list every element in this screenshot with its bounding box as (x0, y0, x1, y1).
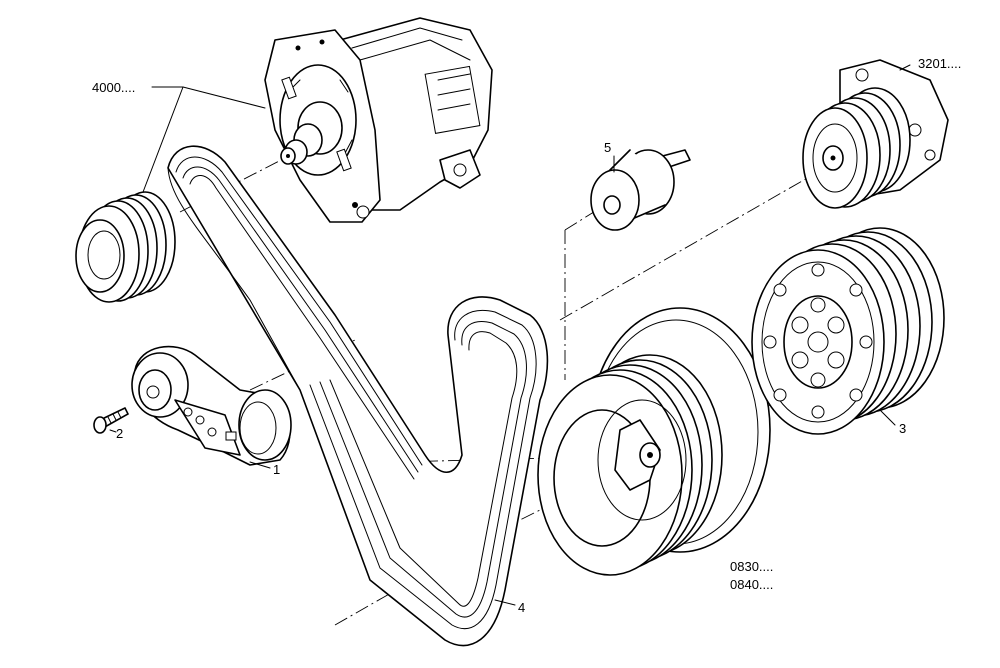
label-crank-pulley-ref-a: 0830.... (730, 559, 773, 574)
belt-tensioner (131, 345, 292, 466)
label-damper-pulley: 3 (899, 421, 906, 436)
idler-pulley (590, 149, 691, 231)
label-screw: 2 (116, 426, 123, 441)
water-pump (802, 59, 949, 209)
screw (93, 407, 129, 434)
alternator (264, 17, 493, 223)
label-tensioner: 1 (273, 462, 280, 477)
poly-v-belt (167, 145, 549, 647)
label-alternator-ref: 4000.... (92, 80, 135, 95)
leader-lines (109, 64, 911, 606)
label-crank-pulley-ref-b: 0840.... (730, 577, 773, 592)
leader-4000 (139, 86, 266, 201)
label-water-pump-ref: 3201.... (918, 56, 961, 71)
label-belt: 4 (518, 600, 525, 615)
callout-labels: 4000.... 3201.... 5 2 1 3 4 0830.... 084… (92, 56, 961, 615)
damper-pulley (751, 227, 945, 435)
crankshaft-pulley (537, 307, 771, 576)
alternator-pulley (75, 191, 176, 303)
label-idler-pulley: 5 (604, 140, 611, 155)
